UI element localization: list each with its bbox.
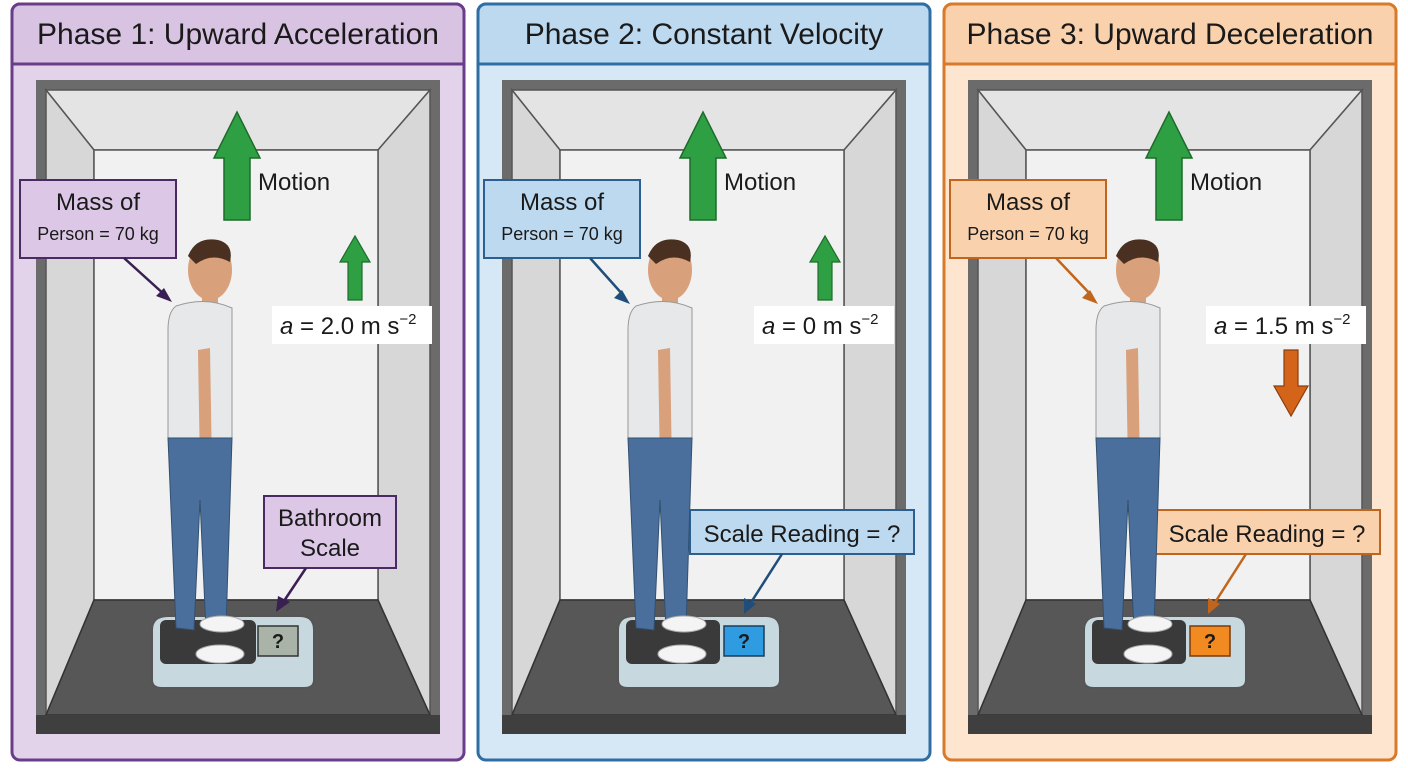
scale-callout-pointer <box>748 553 784 605</box>
panel-1-title-bar <box>10 2 466 66</box>
scale-display <box>257 625 299 657</box>
scale-display-value: ? <box>738 631 750 653</box>
mass-callout-arrowhead-icon <box>614 290 630 304</box>
person-back-foot <box>661 615 707 633</box>
acceleration-down-arrow-icon <box>1272 349 1310 418</box>
mass-callout-pointer <box>123 257 167 297</box>
motion-up-arrow-icon <box>1144 110 1194 221</box>
person-figure <box>1095 239 1173 664</box>
scale-display-value: ? <box>272 631 284 653</box>
panel-3-title-bar <box>942 2 1398 66</box>
motion-up-arrow-icon <box>678 110 728 221</box>
mass-callout-line1: Mass of <box>56 189 140 216</box>
panel-phase-3: Phase 3: Upward Deceleration Motion a = … <box>942 2 1398 762</box>
elevator-floor-edge <box>502 715 906 734</box>
scale-callout-arrowhead-icon <box>1208 598 1220 614</box>
scale-display <box>1189 625 1231 657</box>
person-jeans <box>167 437 233 631</box>
scale-reading-callout: Scale Reading = ? <box>704 521 901 548</box>
motion-label: Motion <box>1190 169 1262 196</box>
mass-callout-pointer <box>1055 257 1093 297</box>
mass-callout-line2: Person = 70 kg <box>501 224 623 244</box>
acceleration-label-bg <box>1206 306 1366 344</box>
acceleration-label-bg <box>272 306 432 344</box>
mass-callout-box <box>483 179 641 259</box>
panel-phase-1: Phase 1: Upward Acceleration Motion a = … <box>10 2 466 762</box>
scale-display <box>723 625 765 657</box>
acceleration-up-arrow-icon <box>338 234 372 301</box>
mass-callout-arrowhead-icon <box>1082 290 1098 304</box>
panel-2-title-bar <box>476 2 932 66</box>
person-back-foot <box>1127 615 1173 633</box>
scale-callout-line2: Scale <box>300 535 360 562</box>
panel-phase-2: Phase 2: Constant Velocity Motion a = 0 … <box>476 2 932 762</box>
mass-callout-pointer <box>589 257 625 297</box>
scale-callout-pointer <box>280 567 308 605</box>
motion-label: Motion <box>258 169 330 196</box>
acceleration-up-arrow-icon <box>808 234 842 301</box>
scale-callout-pointer <box>1212 553 1248 605</box>
acceleration-label: a = 2.0 m s−2 <box>280 311 417 340</box>
person-jeans <box>1095 437 1161 631</box>
acceleration-label: a = 1.5 m s−2 <box>1214 311 1351 340</box>
person-figure <box>627 239 707 664</box>
elevator-floor-edge <box>968 715 1372 734</box>
mass-callout-box <box>19 179 177 259</box>
scale-callout-arrowhead-icon <box>744 598 756 614</box>
acceleration-label: a = 0 m s−2 <box>762 311 879 340</box>
mass-callout-line2: Person = 70 kg <box>37 224 159 244</box>
person-back-foot <box>199 615 245 633</box>
person-hair <box>188 239 231 264</box>
mass-callout-line2: Person = 70 kg <box>967 224 1089 244</box>
acceleration-label-bg <box>754 306 894 344</box>
panel-2-title: Phase 2: Constant Velocity <box>525 18 884 51</box>
motion-label: Motion <box>724 169 796 196</box>
scale-reading-callout: Scale Reading = ? <box>1169 521 1366 548</box>
elevator-floor-edge <box>36 715 440 734</box>
person-jeans <box>627 437 693 631</box>
scale-callout-arrowhead-icon <box>276 596 290 612</box>
mass-callout-line1: Mass of <box>986 189 1070 216</box>
panel-1-title: Phase 1: Upward Acceleration <box>37 18 439 51</box>
scale-reading-callout-box <box>689 509 915 555</box>
person-front-foot <box>1123 644 1173 664</box>
motion-up-arrow-icon <box>212 110 262 221</box>
person-front-foot <box>195 644 245 664</box>
scale-callout-line1: Bathroom <box>278 505 382 532</box>
scale-display-value: ? <box>1204 631 1216 653</box>
person-figure <box>167 239 245 664</box>
mass-callout-box <box>949 179 1107 259</box>
mass-callout-line1: Mass of <box>520 189 604 216</box>
panel-3-title: Phase 3: Upward Deceleration <box>967 18 1374 51</box>
scale-callout-box <box>263 495 397 569</box>
person-hair <box>648 239 691 264</box>
person-front-foot <box>657 644 707 664</box>
person-hair <box>1116 239 1159 264</box>
mass-callout-arrowhead-icon <box>156 288 172 302</box>
scale-reading-callout-box <box>1153 509 1381 555</box>
